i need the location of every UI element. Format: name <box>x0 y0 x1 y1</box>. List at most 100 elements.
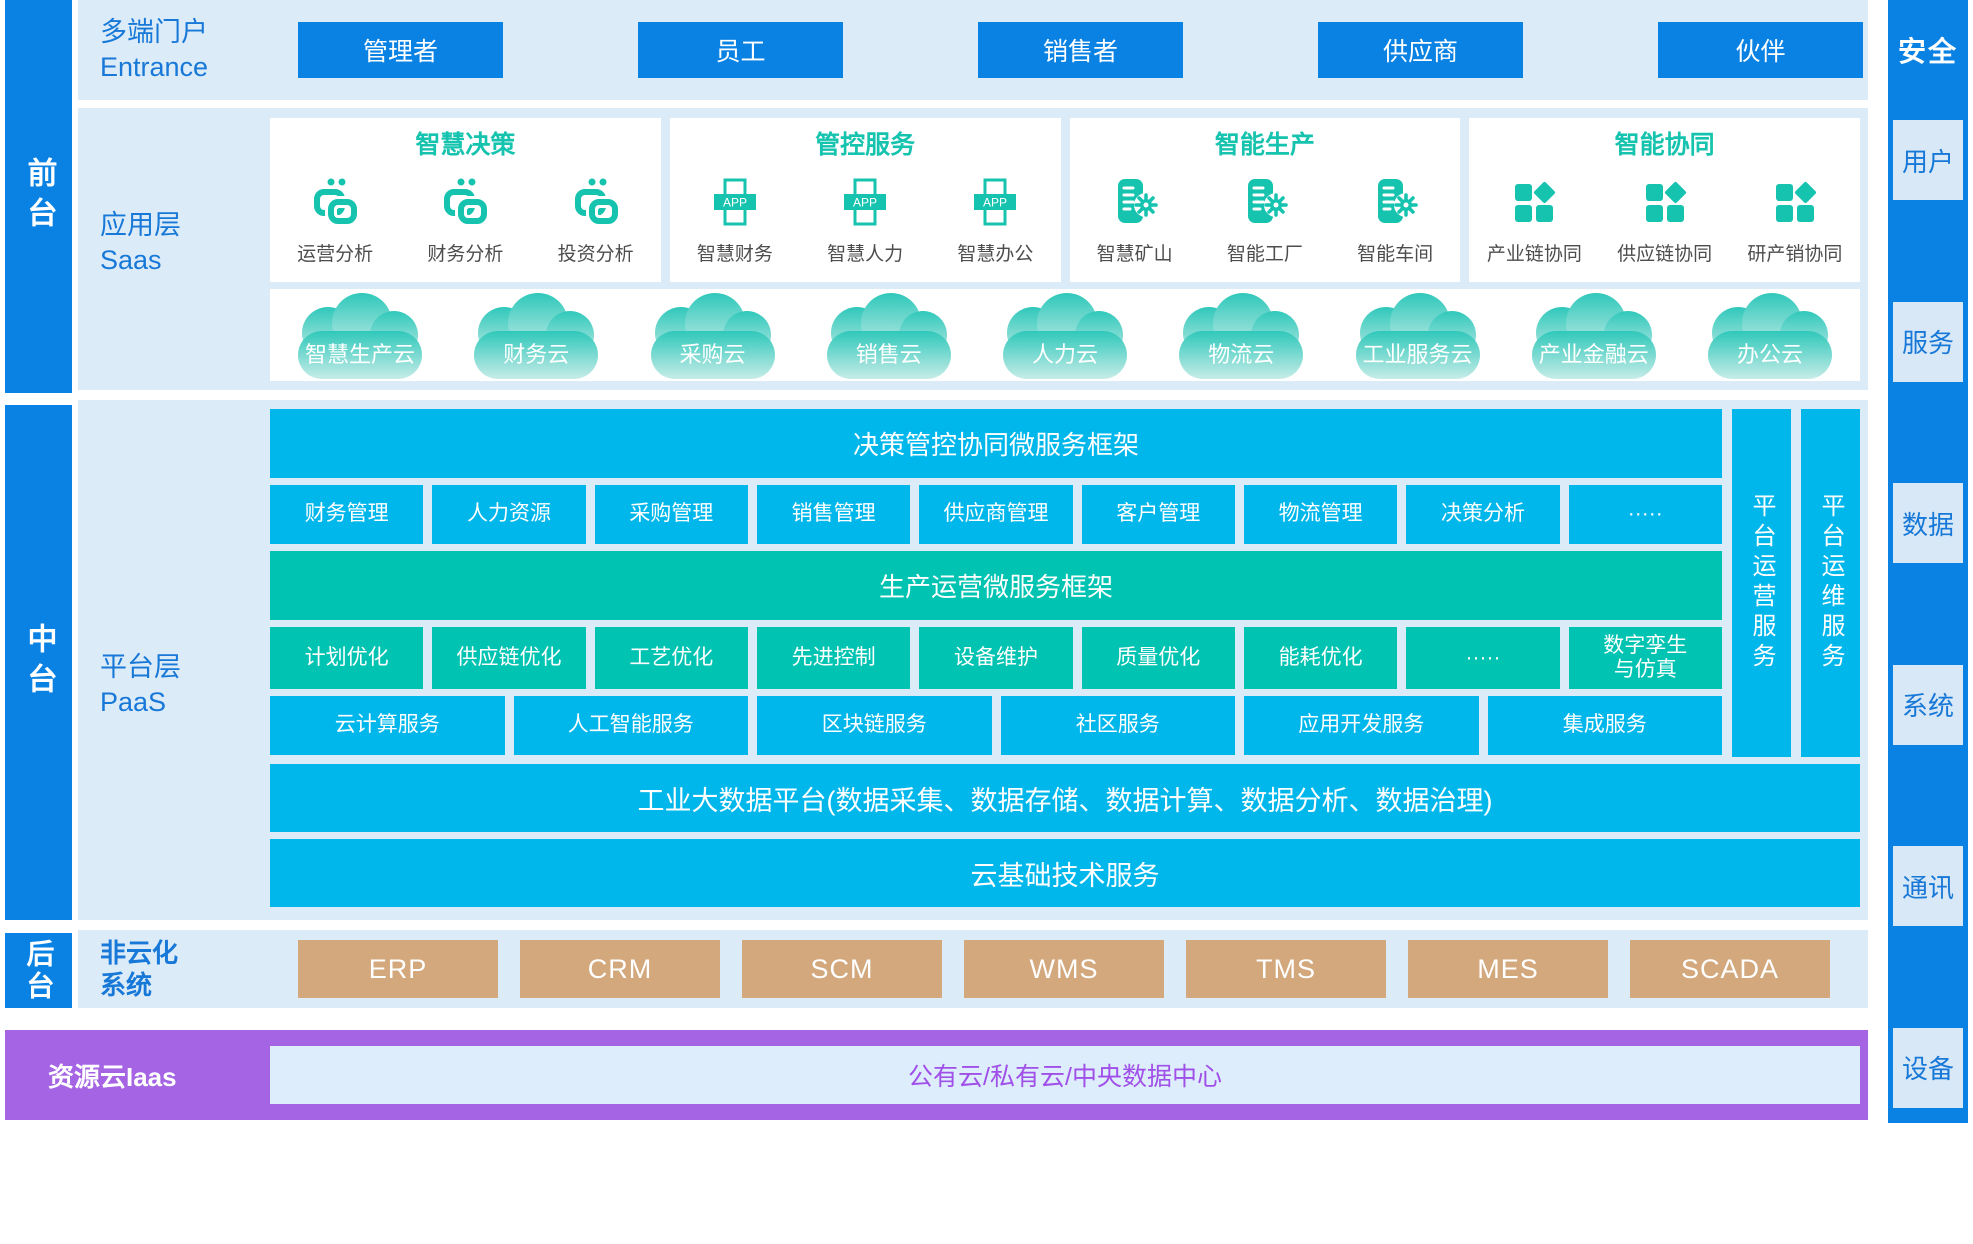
link-icon <box>438 165 492 239</box>
paas-cell: 财务管理 <box>270 485 424 544</box>
link-icon <box>308 165 362 239</box>
paas-cell: 客户管理 <box>1081 485 1235 544</box>
saas-group-header: 管控服务 <box>815 131 916 159</box>
security-item: 用户 <box>1893 120 1963 200</box>
saas-app-item: 运营分析 <box>297 165 373 266</box>
link-icon <box>569 165 623 239</box>
stage-middle-label: 中台 <box>22 622 56 703</box>
entrance-button: 供应商 <box>1318 22 1523 78</box>
entrance-title-en: Entrance <box>100 52 209 82</box>
paas-cell: 供应链优化 <box>432 627 586 689</box>
security-item: 系统 <box>1893 664 1963 745</box>
saas-content: 智慧决策 运营分析 财务分析 <box>270 118 1860 381</box>
cloud-row: 智慧生产云 财务云 <box>270 289 1860 381</box>
saas-group-items: 运营分析 财务分析 投资分析 <box>270 165 661 266</box>
paas-cell: ····· <box>1406 627 1560 689</box>
grid-icon <box>1768 165 1822 239</box>
paas-content: 决策管控协同微服务框架 财务管理人力资源采购管理销售管理供应商管理客户管理物流管… <box>270 409 1860 907</box>
security-items: 用户服务数据系统通讯设备 <box>1888 70 1968 1123</box>
saas-app-label: 投资分析 <box>557 244 634 265</box>
legacy-system-box: ERP <box>298 940 498 998</box>
cloud: 办公云 <box>1686 293 1854 381</box>
paas-cell: 集成服务 <box>1487 696 1722 755</box>
saas-group-header: 智慧决策 <box>415 131 516 159</box>
cloud-icon <box>1708 293 1832 379</box>
saas-groups: 智慧决策 运营分析 财务分析 <box>270 118 1860 282</box>
saas-group-card: 智能生产 智慧矿山 智能工厂 <box>1069 118 1461 282</box>
legacy-system-box: CRM <box>520 940 720 998</box>
backend-layer-line1: 非云化 <box>100 937 179 968</box>
platform-service-bar: 平台运营服务 <box>1732 409 1791 757</box>
paas-layer-en: PaaS <box>100 687 167 718</box>
saas-group-card: 智能协同 产业链协同 供应链协同 <box>1469 118 1860 282</box>
saas-group-header: 智能生产 <box>1214 131 1315 159</box>
cloud-label: 销售云 <box>855 342 922 367</box>
entrance-button: 管理者 <box>298 22 503 78</box>
saas-group-card: 管控服务 APP 智慧财务 APP 智慧人 <box>669 118 1061 282</box>
decision-framework-bar: 决策管控协同微服务框架 <box>270 409 1722 478</box>
svg-text:APP: APP <box>723 196 747 210</box>
platform-service-label: 平台运维服务 <box>1817 493 1844 673</box>
cloud: 产业金融云 <box>1510 293 1678 381</box>
security-item: 服务 <box>1893 301 1963 382</box>
legacy-system-box: SCM <box>742 940 942 998</box>
cloud-label: 人力云 <box>1031 342 1098 367</box>
paas-cell: 区块链服务 <box>757 696 992 755</box>
paas-grid-area: 决策管控协同微服务框架 财务管理人力资源采购管理销售管理供应商管理客户管理物流管… <box>270 409 1860 757</box>
backend-layer-label: 非云化 系统 <box>78 937 268 1002</box>
saas-app-label: 智能工厂 <box>1226 244 1303 265</box>
saas-app-item: APP 智慧人力 <box>827 165 903 266</box>
saas-app-item: 产业链协同 <box>1487 165 1582 266</box>
cloud: 人力云 <box>981 293 1149 381</box>
stage-bar-middle: 中台 <box>5 405 72 920</box>
iaas-content-box: 公有云/私有云/中央数据中心 <box>270 1046 1860 1104</box>
entrance-button: 销售者 <box>978 22 1183 78</box>
paas-cell: 销售管理 <box>756 485 911 544</box>
saas-app-label: 智慧人力 <box>827 244 904 265</box>
saas-layer-label: 应用层 Saas <box>100 208 181 278</box>
entrance-section: 多端门户 Entrance 管理者 员工 销售者 供应商 伙伴 <box>78 0 1868 100</box>
entrance-title: 多端门户 Entrance <box>78 15 268 85</box>
cloud-label: 办公云 <box>1736 342 1803 367</box>
saas-app-label: 智慧办公 <box>957 244 1034 265</box>
security-item: 设备 <box>1893 1027 1963 1108</box>
paas-cell: 人力资源 <box>432 485 586 544</box>
platform-service-label: 平台运营服务 <box>1748 493 1775 673</box>
security-item: 通讯 <box>1893 846 1963 927</box>
saas-app-label: 智能车间 <box>1357 244 1434 265</box>
paas-cell: 工艺优化 <box>594 627 748 689</box>
security-item: 数据 <box>1893 483 1963 564</box>
saas-app-label: 供应链协同 <box>1617 244 1713 265</box>
cloud-icon <box>826 293 951 379</box>
saas-group-card: 智慧决策 运营分析 财务分析 <box>270 118 661 282</box>
cloud-icon <box>1003 293 1127 379</box>
cloud-label: 物流云 <box>1208 342 1275 367</box>
grid-icon <box>1638 165 1692 239</box>
cloud-icon <box>650 293 775 379</box>
paas-cell: 供应商管理 <box>919 485 1073 544</box>
paas-row1: 财务管理人力资源采购管理销售管理供应商管理客户管理物流管理决策分析····· <box>270 485 1722 544</box>
platform-service-bars: 平台运营服务 平台运维服务 <box>1732 409 1860 757</box>
paas-cell: 人工智能服务 <box>513 696 748 755</box>
app-icon: APP <box>968 165 1022 239</box>
cloud: 销售云 <box>805 293 973 381</box>
saas-app-item: 投资分析 <box>558 165 634 266</box>
saas-app-label: 产业链协同 <box>1486 244 1582 265</box>
paas-row3: 云计算服务人工智能服务区块链服务社区服务应用开发服务集成服务 <box>270 696 1722 755</box>
saas-section: 应用层 Saas 智慧决策 运营分析 <box>78 108 1868 390</box>
entrance-button: 员工 <box>638 22 843 78</box>
iaas-section: 资源云Iaas 公有云/私有云/中央数据中心 <box>5 1030 1868 1120</box>
saas-app-label: 财务分析 <box>427 244 504 265</box>
legacy-system-box: MES <box>1408 940 1608 998</box>
paas-layer-label: 平台层 PaaS <box>100 650 181 720</box>
saas-group-items: 产业链协同 供应链协同 研产销协同 <box>1469 165 1860 266</box>
stage-front-label: 前台 <box>22 156 56 237</box>
saas-app-item: 财务分析 <box>427 165 503 266</box>
paas-cell: 社区服务 <box>1000 696 1235 755</box>
paas-grid: 决策管控协同微服务框架 财务管理人力资源采购管理销售管理供应商管理客户管理物流管… <box>270 409 1722 757</box>
cloud-icon <box>1355 293 1480 379</box>
cloud-icon <box>1179 293 1304 379</box>
cloud: 物流云 <box>1157 293 1325 381</box>
